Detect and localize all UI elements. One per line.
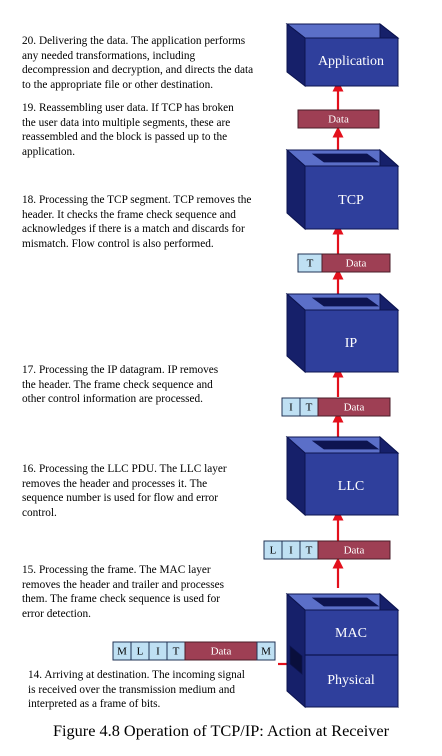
layer-ip: IP (285, 292, 400, 374)
step-17-text: 17. Processing the IP datagram. IP remov… (22, 364, 219, 406)
header-cell-i: I (289, 545, 293, 557)
layer-application: Application (285, 22, 400, 88)
pdu-ip-datagram: I T Data (281, 397, 391, 417)
header-cell-i: I (289, 402, 293, 414)
step-19-text: 19. Reassembling user data. If TCP has b… (22, 102, 234, 158)
layer-mac-physical: MAC Physical (285, 592, 400, 709)
header-cell-t: T (306, 402, 313, 414)
step-18-text: 18. Processing the TCP segment. TCP remo… (22, 194, 252, 250)
layer-label-physical: Physical (327, 673, 375, 688)
step-15-text: 15. Processing the frame. The MAC layer … (22, 564, 224, 620)
header-cell-i: I (156, 646, 160, 658)
trailer-cell-m: M (261, 646, 271, 658)
header-cell-t: T (173, 646, 180, 658)
protocol-stack-diagram: Application Data TCP T Data (112, 22, 400, 709)
layer-label-ip: IP (345, 336, 358, 351)
data-cell-label: Data (328, 114, 349, 126)
layer-tcp: TCP (285, 148, 400, 231)
step-16-text: 16. Processing the LLC PDU. The LLC laye… (22, 463, 227, 519)
layer-label-tcp: TCP (338, 193, 364, 208)
pdu-llc: L I T Data (263, 540, 391, 560)
data-cell-label: Data (211, 646, 232, 658)
header-cell-l: L (270, 545, 277, 557)
data-cell-label: Data (346, 258, 367, 270)
layer-label-application: Application (318, 54, 384, 69)
data-cell-label: Data (344, 402, 365, 414)
pdu-tcp-segment: T Data (297, 253, 391, 273)
pdu-mac-frame: M L I T Data M (112, 641, 276, 661)
figure-caption: Figure 4.8 Operation of TCP/IP: Action a… (52, 721, 390, 740)
data-cell-label: Data (344, 545, 365, 557)
step-14-text: 14. Arriving at destination. The incomin… (28, 669, 245, 711)
header-cell-l: L (137, 646, 144, 658)
step-20-text: 20. Delivering the data. The application… (22, 35, 254, 91)
layer-label-mac: MAC (335, 626, 367, 641)
input-slot (289, 645, 303, 675)
header-cell-t: T (306, 545, 313, 557)
layer-label-llc: LLC (338, 479, 364, 494)
header-cell-m: M (117, 646, 127, 658)
layer-llc: LLC (285, 435, 400, 517)
pdu-application: Data (297, 109, 380, 129)
header-cell-t: T (307, 258, 314, 270)
